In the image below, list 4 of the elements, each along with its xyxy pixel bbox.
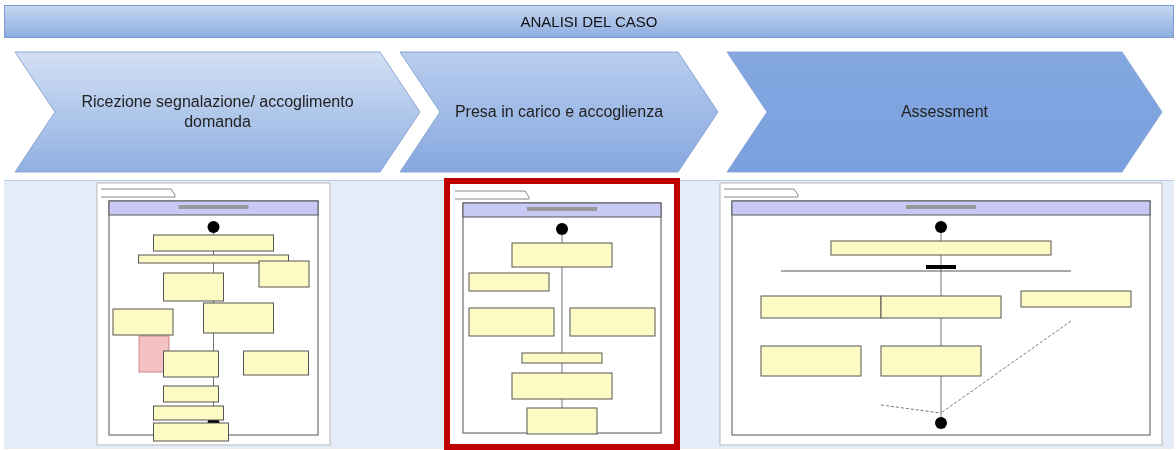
stage-label: Ricezione segnalazione/ accoglimento domanda (80, 92, 355, 132)
stage-label: Assessment (900, 102, 989, 122)
stage-label: Presa in carico e accoglienza (454, 102, 664, 122)
title: ANALISI DEL CASO (520, 13, 658, 30)
